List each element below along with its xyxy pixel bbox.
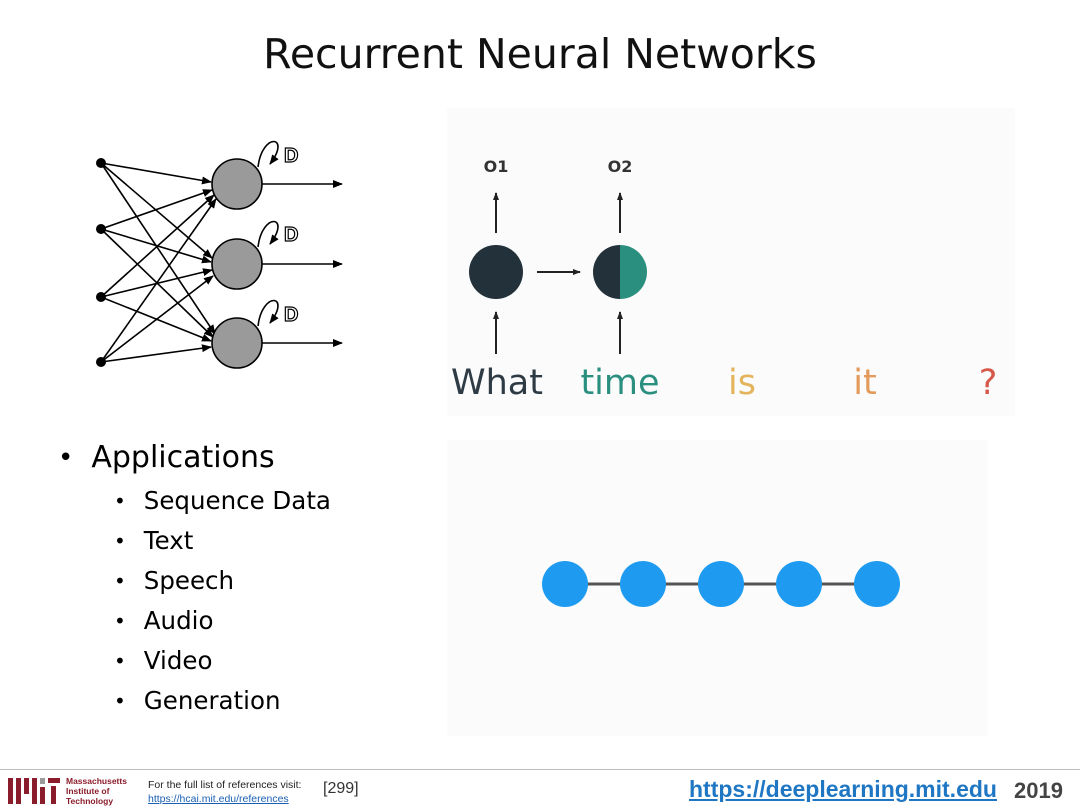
references-link[interactable]: https://hcai.mit.edu/references — [148, 793, 289, 805]
slide-figures: D D D O1 O2 What time is it ? — [96, 108, 1015, 736]
course-site-link[interactable]: https://deeplearning.mit.edu — [689, 776, 997, 802]
chain-node — [776, 561, 822, 607]
mit-logo-icon — [8, 778, 60, 804]
chain-node — [854, 561, 900, 607]
hidden-state-node-2-teal — [620, 245, 647, 299]
neuron-node — [211, 238, 263, 290]
input-node — [96, 357, 106, 367]
list-item: •Audio — [114, 601, 331, 641]
delay-label: D — [284, 145, 298, 167]
footer-divider — [0, 769, 1080, 770]
input-node — [96, 224, 106, 234]
list-item: •Speech — [114, 561, 331, 601]
delay-label: D — [284, 224, 298, 246]
bullet-icon: • — [114, 529, 126, 553]
bullet-icon: • — [114, 649, 126, 673]
applications-list: • Applications •Sequence Data •Text •Spe… — [58, 440, 331, 721]
word-time: time — [580, 363, 659, 403]
slide-title: Recurrent Neural Networks — [263, 30, 817, 78]
delay-label: D — [284, 304, 298, 326]
reference-number: [299] — [323, 780, 359, 797]
bullet-icon: • — [114, 689, 126, 713]
references-note: For the full list of references visit: h… — [148, 778, 301, 806]
slide-footer: Massachusetts Institute of Technology Fo… — [0, 770, 1080, 810]
list-item: •Generation — [114, 681, 331, 721]
chain-node — [698, 561, 744, 607]
bullet-icon: • — [114, 569, 126, 593]
hidden-state-node-2-dark — [593, 245, 620, 299]
list-item: •Sequence Data — [114, 481, 331, 521]
applications-heading: Applications — [91, 440, 275, 475]
year-label: 2019 — [1014, 778, 1063, 803]
output-label-o1: O1 — [484, 157, 509, 176]
neuron-node — [211, 317, 263, 369]
references-label: For the full list of references visit: — [148, 779, 302, 791]
sequence-chain-diagram — [447, 440, 987, 736]
applications-sublist: •Sequence Data •Text •Speech •Audio •Vid… — [58, 481, 331, 721]
word-is: is — [728, 363, 756, 403]
neuron-node — [211, 158, 263, 210]
recurrent-network-diagram: D D D — [96, 140, 343, 369]
applications-heading-item: • Applications — [58, 440, 331, 475]
bullet-icon: • — [58, 442, 74, 473]
mit-logo-text: Massachusetts Institute of Technology — [66, 776, 127, 806]
word-it: it — [853, 363, 876, 403]
output-label-o2: O2 — [608, 157, 633, 176]
chain-node — [620, 561, 666, 607]
bullet-icon: • — [114, 489, 126, 513]
word-question-mark: ? — [979, 363, 998, 403]
input-node — [96, 292, 106, 302]
word-what: What — [451, 363, 543, 403]
chain-node — [542, 561, 588, 607]
list-item: •Text — [114, 521, 331, 561]
rnn-sequence-diagram: O1 O2 What time is it ? — [447, 108, 1015, 416]
bullet-icon: • — [114, 609, 126, 633]
input-node — [96, 158, 106, 168]
hidden-state-node-1 — [469, 245, 523, 299]
list-item: •Video — [114, 641, 331, 681]
